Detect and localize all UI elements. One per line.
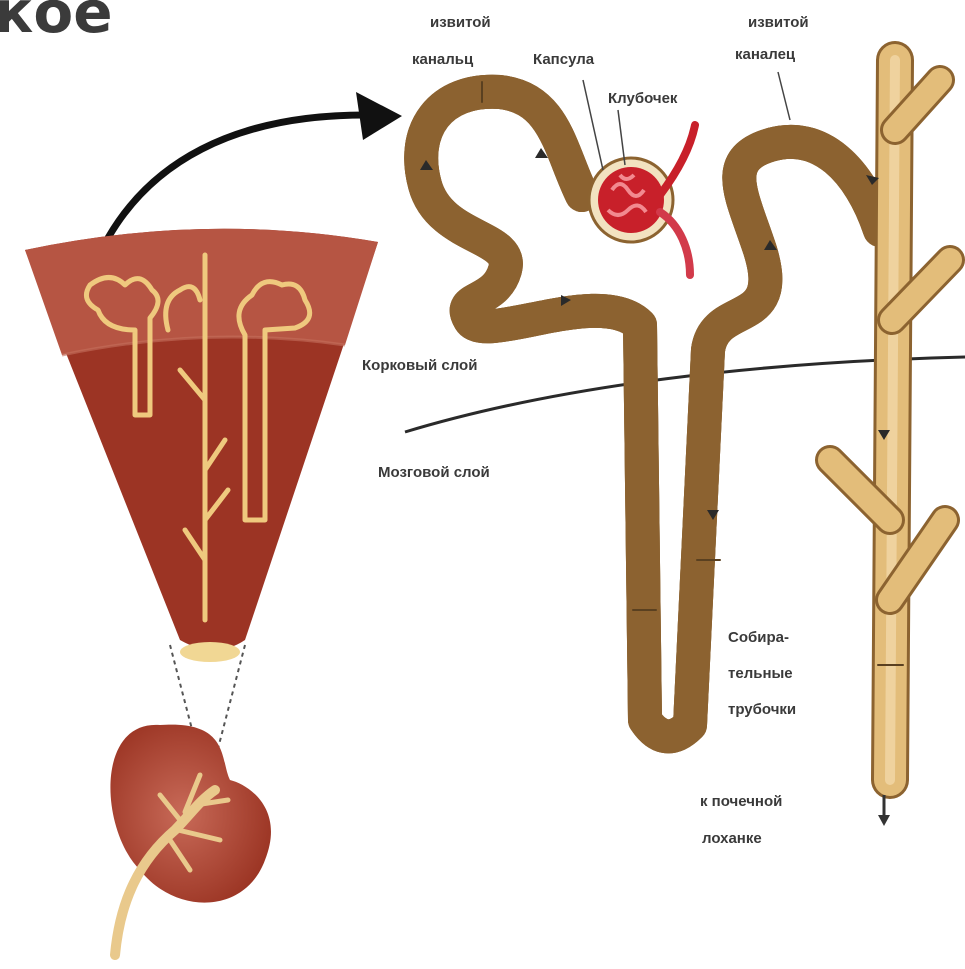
label-convoluted-tubule-left-2: канальц xyxy=(412,50,473,69)
renal-corpuscle xyxy=(589,125,695,275)
label-convoluted-tubule-right-1: извитой xyxy=(748,13,809,32)
label-glomerulus: Клубочек xyxy=(608,89,677,108)
label-collecting-ducts-2: тельные xyxy=(728,664,793,683)
label-medulla-layer: Мозговой слой xyxy=(378,463,490,482)
label-to-renal-pelvis-1: к почечной xyxy=(700,792,782,811)
curved-arrow xyxy=(108,92,402,238)
label-to-renal-pelvis-2: лоханке xyxy=(702,829,762,848)
nephron-tubule xyxy=(421,60,950,780)
label-convoluted-tubule-left-1: извитой xyxy=(430,13,491,32)
label-cortex-layer: Корковый слой xyxy=(362,356,477,375)
label-collecting-ducts-1: Собира- xyxy=(728,628,789,647)
drain-arrow xyxy=(878,795,890,826)
label-collecting-ducts-3: трубочки xyxy=(728,700,796,719)
label-capsule: Капсула xyxy=(533,50,594,69)
label-convoluted-tubule-right-2: каналец xyxy=(735,45,795,64)
kidney xyxy=(110,725,271,955)
kidney-wedge xyxy=(25,229,378,662)
